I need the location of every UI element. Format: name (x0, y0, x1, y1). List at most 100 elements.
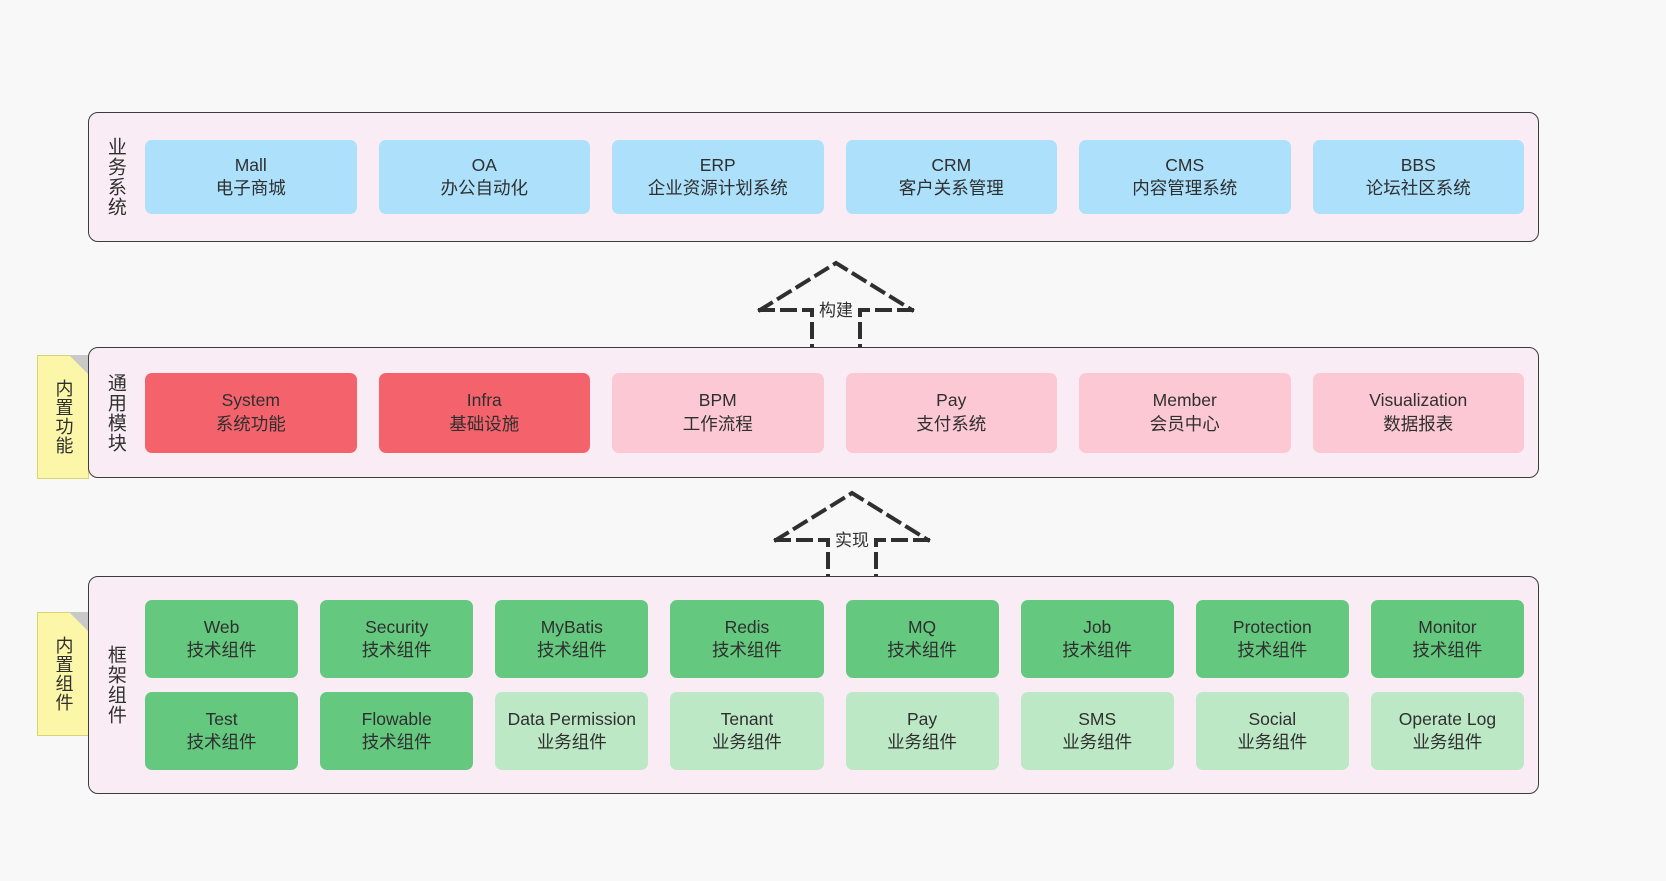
module-card-crm[interactable]: CRM 客户关系管理 (845, 140, 1057, 214)
module-card-cn: 技术组件 (1237, 640, 1308, 660)
layer-title-common: 通用模块 (104, 372, 126, 453)
layer-row: Mall 电子商城 OA 办公自动化 ERP 企业资源计划系统 CRM 客户关系… (145, 140, 1524, 214)
module-card-visualization[interactable]: Visualization 数据报表 (1312, 372, 1524, 453)
module-card-cms[interactable]: CMS 内容管理系统 (1079, 140, 1291, 214)
module-card-cn: 技术组件 (186, 732, 257, 752)
module-card-data-permission[interactable]: Data Permission 业务组件 (495, 692, 649, 770)
module-card-en: CMS (1165, 154, 1205, 175)
module-card-flowable[interactable]: Flowable 技术组件 (320, 692, 474, 770)
sticky-note-label: 内置组件 (53, 636, 74, 712)
module-card-cn: 技术组件 (887, 640, 958, 660)
module-card-tenant[interactable]: Tenant 业务组件 (670, 692, 824, 770)
sticky-note-builtin-feature: 内置功能 (37, 355, 89, 479)
arrow-label-build: 构建 (819, 301, 853, 320)
module-card-test[interactable]: Test 技术组件 (145, 692, 299, 770)
module-card-en: Security (365, 616, 429, 637)
module-card-en: SMS (1078, 708, 1117, 729)
module-card-cn: 技术组件 (361, 732, 432, 752)
module-card-en: Web (203, 616, 240, 637)
module-card-en: Test (205, 708, 238, 729)
module-card-en: Operate Log (1398, 708, 1497, 729)
module-card-en: Job (1083, 616, 1112, 637)
module-card-cn: 系统功能 (215, 413, 286, 434)
module-card-en: Data Permission (507, 708, 636, 729)
module-card-cn: 办公自动化 (440, 178, 529, 198)
layer-common-module: 通用模块 System 系统功能 Infra 基础设施 BPM 工作流程 Pay… (88, 347, 1539, 478)
generalization-arrow-realize: 实现 (762, 488, 942, 584)
module-card-system[interactable]: System 系统功能 (145, 372, 357, 453)
module-card-cn: 数据报表 (1383, 413, 1454, 434)
layer-body-common: System 系统功能 Infra 基础设施 BPM 工作流程 Pay 支付系统… (141, 348, 1538, 477)
module-card-monitor[interactable]: Monitor 技术组件 (1370, 600, 1524, 678)
module-card-cn: 电子商城 (215, 178, 286, 198)
module-card-cn: 支付系统 (916, 413, 987, 434)
layer-body-business: Mall 电子商城 OA 办公自动化 ERP 企业资源计划系统 CRM 客户关系… (141, 113, 1538, 241)
module-card-cn: 内容管理系统 (1132, 178, 1238, 198)
module-card-pay-component[interactable]: Pay 业务组件 (845, 692, 999, 770)
module-card-sms[interactable]: SMS 业务组件 (1020, 692, 1174, 770)
module-card-cn: 技术组件 (1062, 640, 1133, 660)
layer-row: Web 技术组件 Security 技术组件 MyBatis 技术组件 Redi… (145, 600, 1524, 678)
module-card-cn: 客户关系管理 (898, 178, 1004, 198)
module-card-en: Mall (234, 154, 267, 175)
module-card-erp[interactable]: ERP 企业资源计划系统 (612, 140, 824, 214)
module-card-cn: 技术组件 (1412, 640, 1483, 660)
module-card-mall[interactable]: Mall 电子商城 (145, 140, 357, 214)
module-card-cn: 技术组件 (361, 640, 432, 660)
module-card-mq[interactable]: MQ 技术组件 (845, 600, 999, 678)
module-card-infra[interactable]: Infra 基础设施 (378, 372, 590, 453)
module-card-cn: 基础设施 (449, 413, 520, 434)
layer-row: Test 技术组件 Flowable 技术组件 Data Permission … (145, 692, 1524, 770)
module-card-mybatis[interactable]: MyBatis 技术组件 (495, 600, 649, 678)
module-card-en: Pay (906, 708, 938, 729)
module-card-job[interactable]: Job 技术组件 (1020, 600, 1174, 678)
layer-body-framework: Web 技术组件 Security 技术组件 MyBatis 技术组件 Redi… (141, 577, 1538, 793)
module-card-en: Monitor (1418, 616, 1477, 637)
module-card-web[interactable]: Web 技术组件 (145, 600, 299, 678)
module-card-pay[interactable]: Pay 支付系统 (845, 372, 1057, 453)
module-card-en: MyBatis (540, 616, 603, 637)
module-card-cn: 论坛社区系统 (1365, 178, 1471, 198)
module-card-cn: 技术组件 (186, 640, 257, 660)
module-card-cn: 业务组件 (887, 732, 958, 752)
module-card-cn: 技术组件 (711, 640, 782, 660)
module-card-en: MQ (907, 616, 937, 637)
module-card-cn: 技术组件 (536, 640, 607, 660)
module-card-member[interactable]: Member 会员中心 (1079, 372, 1291, 453)
layer-title-business: 业务系统 (104, 137, 126, 217)
module-card-en: Flowable (361, 708, 432, 729)
module-card-oa[interactable]: OA 办公自动化 (378, 140, 590, 214)
module-card-en: Protection (1232, 616, 1312, 637)
module-card-protection[interactable]: Protection 技术组件 (1195, 600, 1349, 678)
module-card-redis[interactable]: Redis 技术组件 (670, 600, 824, 678)
module-card-en: CRM (931, 154, 972, 175)
module-card-bpm[interactable]: BPM 工作流程 (612, 372, 824, 453)
module-card-bbs[interactable]: BBS 论坛社区系统 (1312, 140, 1524, 214)
layer-title-framework: 框架组件 (104, 645, 126, 725)
module-card-social[interactable]: Social 业务组件 (1195, 692, 1349, 770)
module-card-operate-log[interactable]: Operate Log 业务组件 (1370, 692, 1524, 770)
module-card-cn: 会员中心 (1149, 413, 1220, 434)
module-card-cn: 业务组件 (711, 732, 782, 752)
module-card-en: Pay (936, 390, 967, 411)
module-card-en: Redis (724, 616, 770, 637)
module-card-cn: 业务组件 (536, 732, 607, 752)
module-card-en: BPM (698, 390, 737, 411)
sticky-note-label: 内置功能 (53, 379, 74, 455)
layer-row: System 系统功能 Infra 基础设施 BPM 工作流程 Pay 支付系统… (145, 372, 1524, 453)
module-card-cn: 企业资源计划系统 (647, 178, 788, 198)
layer-business-system: 业务系统 Mall 电子商城 OA 办公自动化 ERP 企业资源计划系统 CRM… (88, 112, 1539, 242)
module-card-en: Social (1248, 708, 1297, 729)
module-card-en: Infra (466, 390, 502, 411)
module-card-en: Member (1152, 390, 1217, 411)
arrow-label-realize: 实现 (835, 531, 869, 550)
module-card-en: BBS (1400, 154, 1436, 175)
module-card-security[interactable]: Security 技术组件 (320, 600, 474, 678)
sticky-note-builtin-component: 内置组件 (37, 612, 89, 736)
module-card-cn: 业务组件 (1412, 732, 1483, 752)
module-card-cn: 业务组件 (1062, 732, 1133, 752)
module-card-en: Visualization (1369, 390, 1468, 411)
module-card-en: ERP (699, 154, 736, 175)
module-card-en: System (221, 390, 280, 411)
